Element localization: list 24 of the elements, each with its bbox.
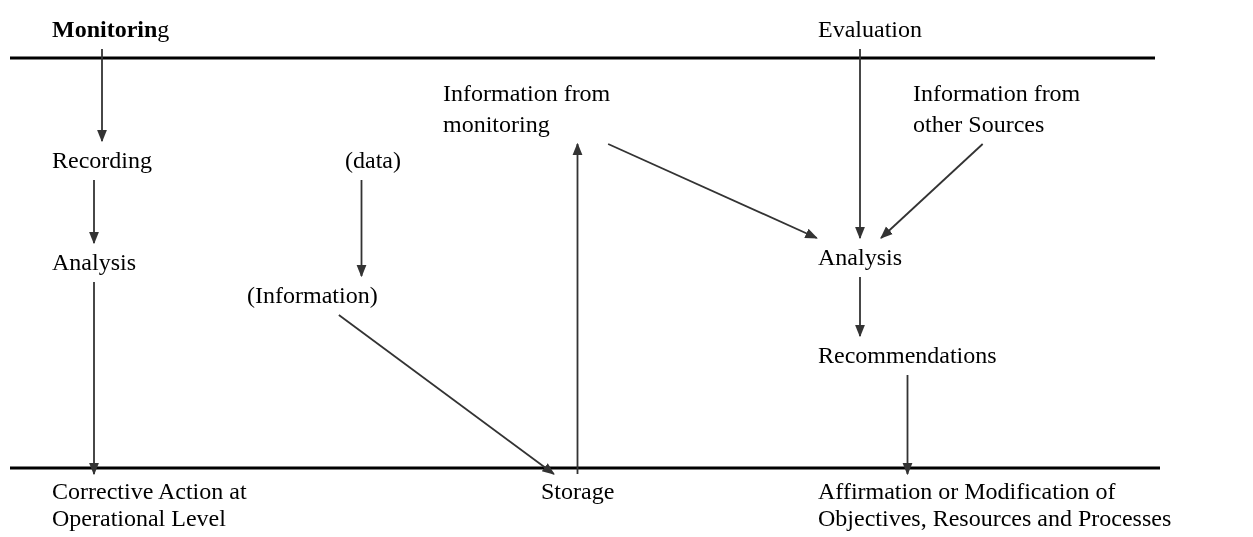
step-label: Information from monitoring	[443, 78, 618, 140]
step-label: Information from other Sources	[913, 78, 1128, 140]
step-label: Corrective Action at Operational Level	[52, 478, 312, 532]
step-label: (Information)	[247, 280, 378, 311]
step-label: (data)	[345, 145, 401, 176]
arrow	[607, 143, 818, 239]
step-label: Monitoring	[52, 14, 170, 45]
step-label: Analysis	[52, 247, 136, 278]
step-label: Analysis	[818, 242, 902, 273]
step-label: Affirmation or Modification of Objectives, Resources and Processes	[818, 478, 1178, 532]
arrow	[902, 374, 913, 476]
arrow	[337, 314, 555, 475]
arrow	[854, 276, 866, 338]
arrow	[88, 179, 100, 245]
arrow	[572, 142, 583, 475]
step-label: Storage	[541, 478, 615, 505]
step-label: Recommendations	[818, 340, 997, 371]
arrow	[88, 281, 100, 476]
arrow	[96, 48, 108, 143]
step-label: Recording	[52, 145, 152, 176]
step-label: Evaluation	[818, 14, 922, 45]
arrow	[356, 179, 367, 278]
arrow	[854, 48, 866, 240]
arrow	[880, 143, 984, 239]
